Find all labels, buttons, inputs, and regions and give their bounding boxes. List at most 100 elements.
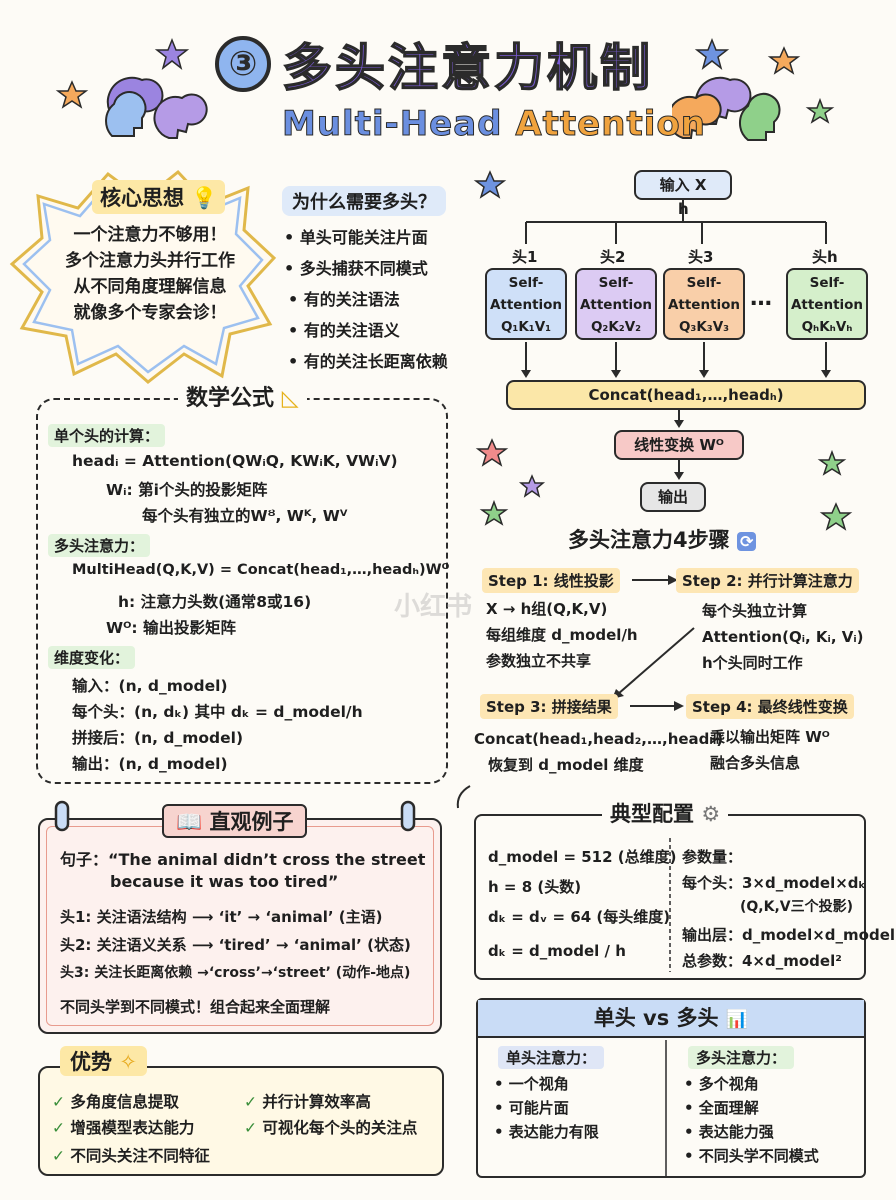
compare-single-list: • 一个视角 • 可能片面 • 表达能力有限: [494, 1072, 599, 1144]
formula-single-title: 单个头的计算：: [48, 424, 166, 447]
why-item: • 多头捕获不同模式: [284, 259, 428, 278]
example-sentence-1: 句子：“The animal didn’t cross the street: [60, 850, 426, 869]
steps-title-text: 多头注意力4步骤: [568, 528, 730, 552]
formula-dim-3: 拼接后：(n, d_model): [72, 729, 244, 747]
config-left-2: h = 8 (头数): [488, 878, 582, 896]
sa-line-2: Attention: [489, 297, 563, 313]
example-sentence-2: because it was too tired”: [110, 872, 339, 891]
head-label-3: 头3: [688, 248, 714, 266]
why-item: • 有的关注语义: [288, 321, 400, 340]
compare-multi-title: 多头注意力：: [688, 1046, 795, 1069]
advantages-panel: [38, 1066, 444, 1176]
core-idea-title: 核心思想 💡: [92, 180, 226, 214]
formula-dim-4: 输出：(n, d_model): [72, 755, 228, 773]
config-left-3: dₖ = dᵥ = 64 (每头维度): [488, 908, 671, 926]
self-attention-head-3: Self- Attention Q₃K₃V₃: [663, 268, 745, 340]
subtitle-part-2: Attention: [515, 104, 706, 145]
advantage-text: 不同头关注不同特征: [70, 1147, 210, 1165]
compare-multi-item: • 表达能力强: [684, 1123, 774, 1141]
advantage-item: ✓ 可视化每个头的关注点: [244, 1116, 417, 1138]
head-label-1: 头1: [512, 248, 538, 266]
example-head-3: 头3: 关注长距离依赖 →‘cross’→‘street’ (动作-地点): [60, 965, 411, 981]
flow-output-node: 输出: [640, 482, 706, 512]
step-2-line: h个头同时工作: [702, 654, 803, 672]
steps-title: 多头注意力4步骤 ⟳: [568, 524, 757, 554]
advantage-item: ✓ 并行计算效率高: [244, 1090, 371, 1112]
config-right-3: 输出层：d_model×d_model: [682, 926, 896, 944]
formula-single-1: headᵢ = Attention(QWᵢQ, KWᵢK, VWᵢV): [72, 452, 398, 470]
watermark: 小红书: [394, 592, 473, 622]
title-number: ③: [215, 36, 271, 92]
refresh-icon: ⟳: [736, 532, 757, 551]
formula-multi-2: h: 注意力头数(通常8或16): [118, 593, 312, 611]
why-item: • 有的关注语法: [288, 290, 400, 309]
flow-linear-node: 线性变换 Wᴼ: [614, 430, 744, 460]
config-title: 典型配置 ⚙: [602, 798, 729, 828]
example-title-text: 直观例子: [209, 810, 294, 834]
compare-multi-list: • 多个视角 • 全面理解 • 表达能力强 • 不同头学不同模式: [684, 1072, 819, 1168]
formula-title-text: 数学公式: [186, 386, 275, 411]
compare-single-item: • 可能片面: [494, 1099, 569, 1117]
sa-line-2: Attention: [579, 297, 653, 313]
why-item: • 单头可能关注片面: [284, 228, 428, 247]
sa-line-1: Self-: [686, 275, 722, 291]
flow-ellipsis: …: [750, 286, 772, 311]
self-attention-head-1: Self- Attention Q₁K₁V₁: [485, 268, 567, 340]
config-right-title: 参数量：: [682, 848, 743, 866]
sa-line-2: Attention: [667, 297, 741, 313]
config-left-1: d_model = 512 (总维度): [488, 848, 677, 866]
lightbulb-icon: 💡: [191, 186, 218, 210]
step-1-text: X → h组(Q,K,V) 每组维度 d_model/h 参数独立不共享: [486, 596, 638, 674]
formula-dim-title: 维度变化：: [48, 646, 136, 669]
advantage-item: ✓ 不同头关注不同特征: [52, 1144, 210, 1166]
compare-multi-item: • 多个视角: [684, 1075, 759, 1093]
formula-dim-1: 输入：(n, d_model): [72, 677, 228, 695]
core-idea-lines: 一个注意力不够用！ 多个注意力头并行工作 从不同角度理解信息 就像多个专家会诊！: [40, 222, 260, 326]
people-heads-right-icon: [672, 76, 781, 141]
formula-single-2: Wᵢ: 第i个头的投影矩阵: [106, 481, 268, 499]
formula-multi-1: MultiHead(Q,K,V) = Concat(head₁,…,headₕ)…: [72, 562, 450, 578]
compare-title-text: 单头 vs 多头: [593, 1006, 719, 1030]
flow-input-node: 输入 X: [634, 170, 732, 200]
sparkle-icon: ✧: [119, 1050, 137, 1074]
subtitle-part-1: Multi-Head: [282, 104, 503, 145]
advantages-title-text: 优势: [70, 1050, 112, 1074]
core-line: 多个注意力头并行工作: [65, 251, 235, 271]
step-4-line: 乘以输出矩阵 Wᴼ: [710, 728, 830, 746]
sa-qkv: Q₂K₂V₂: [590, 319, 642, 335]
advantage-text: 增强模型表达能力: [70, 1119, 195, 1137]
check-icon: ✓: [52, 1147, 65, 1165]
head-label-h: 头h: [812, 248, 838, 266]
sa-qkv: Q₃K₃V₃: [678, 319, 730, 335]
check-icon: ✓: [244, 1093, 257, 1111]
page-subtitle: Multi-Head Attention: [282, 104, 706, 145]
step-3-line: Concat(head₁,head₂,…,headₕ): [474, 730, 724, 748]
step-3-label: Step 3: 拼接结果: [480, 694, 618, 719]
sa-qkv: QₕKₕVₕ: [801, 319, 853, 335]
formula-multi-title: 多头注意力：: [48, 534, 151, 557]
core-idea-title-text: 核心思想: [100, 186, 184, 210]
compare-multi-item: • 全面理解: [684, 1099, 759, 1117]
step-1-line: X → h组(Q,K,V): [486, 600, 608, 618]
step-2-label: Step 2: 并行计算注意力: [676, 568, 859, 593]
step-4-label: Step 4: 最终线性变换: [686, 694, 854, 719]
config-right-2: (Q,K,V三个投影): [740, 899, 854, 915]
book-icon: 📖: [176, 810, 203, 834]
page-title: 多头注意力机制: [281, 38, 653, 98]
example-panel: [38, 818, 442, 1034]
sa-line-1: Self-: [809, 275, 845, 291]
config-left-4: dₖ = d_model / h: [488, 942, 626, 960]
compare-single-title: 单头注意力：: [498, 1046, 605, 1069]
step-1-label: Step 1: 线性投影: [482, 568, 620, 593]
advantage-text: 并行计算效率高: [262, 1093, 371, 1111]
formula-dim-2: 每个头：(n, dₖ) 其中 dₖ = d_model/h: [72, 703, 363, 721]
core-line: 一个注意力不够用！: [73, 225, 227, 245]
example-conclusion: 不同头学到不同模式！组合起来全面理解: [60, 998, 331, 1016]
core-line: 就像多个专家会诊！: [73, 303, 227, 323]
example-title: 📖 直观例子: [162, 804, 308, 838]
step-1-line: 参数独立不共享: [486, 652, 592, 670]
step-3-text: Concat(head₁,head₂,…,headₕ) 恢复到 d_model …: [474, 726, 723, 778]
why-item: • 有的关注长距离依赖: [288, 352, 448, 371]
step-1-line: 每组维度 d_model/h: [486, 626, 638, 644]
why-title: 为什么需要多头？: [282, 186, 446, 216]
